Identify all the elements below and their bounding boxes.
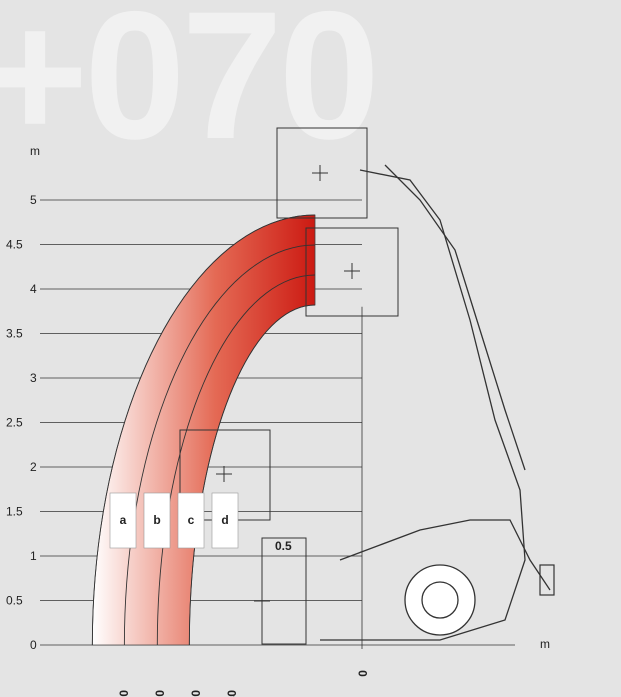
boom-outline	[320, 169, 526, 641]
reach-arc-a	[91, 214, 316, 646]
watermark-text: +070	[0, 0, 376, 177]
y-tick-label: 0	[30, 638, 37, 652]
y-tick-label: 2.5	[6, 416, 23, 430]
x-tick-label: 3.030	[117, 690, 131, 697]
x-origin-label: 0	[356, 670, 370, 677]
arc-label: b	[153, 513, 160, 527]
reach-arc-c	[156, 274, 316, 646]
reach-arc-d	[188, 304, 316, 646]
x-unit-label: m	[540, 637, 550, 651]
arc-label: d	[221, 513, 228, 527]
arc-label: a	[120, 513, 127, 527]
x-tick-label: 2.670	[153, 690, 167, 697]
arc-label-box	[177, 492, 205, 549]
arc-label-box	[143, 492, 171, 549]
telehandler-drawing	[320, 164, 555, 641]
chassis	[339, 519, 551, 591]
load-box	[305, 227, 399, 317]
y-tick-label: 2	[30, 460, 37, 474]
x-tick-label: 1.940	[225, 690, 239, 697]
y-tick-label: 5	[30, 193, 37, 207]
arc-label: c	[188, 513, 195, 527]
y-tick-label: 0.5	[6, 594, 23, 608]
arc-label-box	[109, 492, 137, 549]
y-tick-label: 4.5	[6, 238, 23, 252]
y-tick-label: 1	[30, 549, 37, 563]
y-tick-label: 3	[30, 371, 37, 385]
load-boxes	[179, 127, 399, 645]
load-center-label: 0.5	[275, 539, 292, 553]
boom-inner	[384, 164, 526, 471]
y-tick-label: 1.5	[6, 505, 23, 519]
y-tick-label: 4	[30, 282, 37, 296]
hitch	[539, 564, 555, 596]
y-unit-label: m	[30, 144, 40, 158]
wheel-hub	[421, 581, 459, 619]
y-tick-label: 3.5	[6, 327, 23, 341]
load-box	[261, 537, 307, 645]
x-tick-label: 2.300	[189, 690, 203, 697]
arc-label-box	[211, 492, 239, 549]
load-box	[276, 127, 368, 219]
